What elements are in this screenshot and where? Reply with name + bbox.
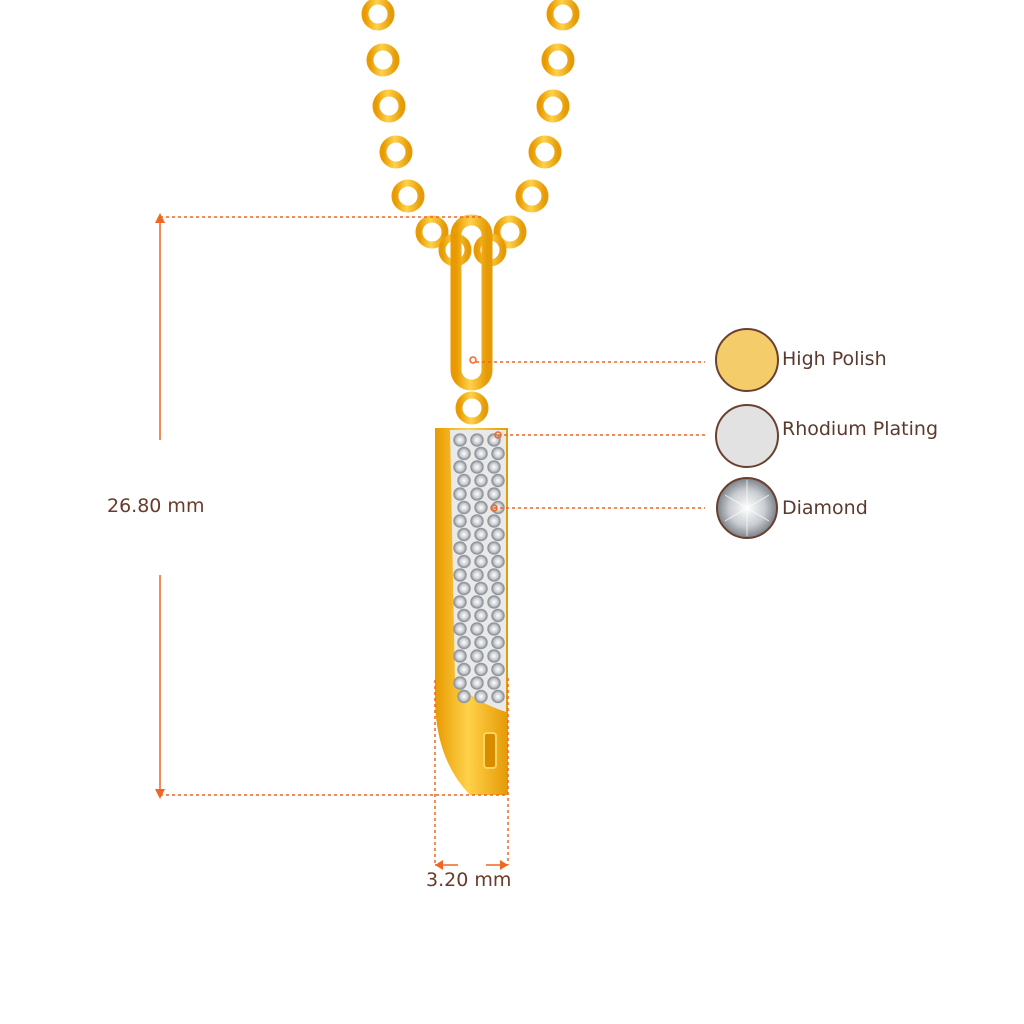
chain-link bbox=[415, 215, 449, 249]
pave-diamond bbox=[487, 460, 501, 474]
chain bbox=[361, 0, 580, 267]
pave-diamond bbox=[470, 433, 484, 447]
pave-diamond bbox=[457, 581, 471, 596]
bail bbox=[450, 214, 493, 391]
pave-diamond bbox=[453, 541, 467, 555]
chain-link bbox=[541, 43, 575, 77]
pave-diamond bbox=[474, 635, 488, 650]
pave-diamond bbox=[491, 635, 505, 650]
engraved-slot bbox=[483, 732, 497, 769]
pave-diamond bbox=[470, 514, 484, 528]
pave-diamond bbox=[474, 500, 488, 515]
chain-link bbox=[515, 179, 549, 213]
pave-diamond bbox=[457, 608, 471, 623]
pave-diamond bbox=[491, 446, 505, 461]
swatch-rhodium-plating bbox=[715, 404, 779, 468]
height-dimension-label: 26.80 mm bbox=[107, 495, 205, 517]
pave-diamond bbox=[487, 595, 501, 609]
pave-diamond bbox=[470, 568, 484, 582]
pave-diamond bbox=[474, 554, 488, 569]
pave-diamond bbox=[457, 527, 471, 542]
pave-diamond bbox=[487, 487, 501, 501]
pave-diamond bbox=[453, 568, 467, 582]
pave-diamond bbox=[491, 608, 505, 623]
pave-diamond bbox=[453, 622, 467, 636]
chain-link bbox=[361, 0, 395, 31]
pave-diamond bbox=[470, 622, 484, 636]
pave-diamond bbox=[457, 500, 471, 515]
chain-link bbox=[546, 0, 580, 31]
pave-diamond bbox=[474, 473, 488, 488]
chain-link bbox=[391, 179, 425, 213]
pave-diamond bbox=[470, 541, 484, 555]
pave-diamond bbox=[487, 568, 501, 582]
pave-diamond bbox=[491, 581, 505, 596]
pave-diamond bbox=[474, 527, 488, 542]
chain-link bbox=[379, 135, 413, 169]
pave-diamond bbox=[453, 595, 467, 609]
pave-diamond bbox=[491, 473, 505, 488]
pave-diamond bbox=[457, 635, 471, 650]
pave-diamond bbox=[453, 487, 467, 501]
pave-diamond bbox=[457, 446, 471, 461]
pave-diamond bbox=[491, 662, 505, 677]
pave-diamond bbox=[487, 649, 501, 663]
pave-diamond bbox=[470, 487, 484, 501]
chain-link bbox=[493, 215, 527, 249]
pave-diamond bbox=[474, 581, 488, 596]
dimension-lines bbox=[159, 216, 705, 866]
chain-link bbox=[366, 43, 400, 77]
swatch-high-polish bbox=[715, 328, 779, 392]
pave-diamond bbox=[453, 676, 467, 690]
chain-link bbox=[372, 89, 406, 123]
pave-diamond bbox=[474, 446, 488, 461]
pave-diamond bbox=[453, 460, 467, 474]
legend-label-high-polish: High Polish bbox=[782, 348, 887, 370]
legend-label-rhodium-plating: Rhodium Plating bbox=[782, 418, 939, 440]
pave-diamond bbox=[487, 541, 501, 555]
pave-diamond bbox=[474, 689, 488, 704]
jump-ring bbox=[455, 391, 489, 425]
pave-diamond bbox=[491, 554, 505, 569]
diamond-pave bbox=[453, 433, 505, 704]
pave-diamond bbox=[487, 622, 501, 636]
pave-diamond bbox=[453, 514, 467, 528]
pave-diamond bbox=[487, 514, 501, 528]
pave-diamond bbox=[470, 649, 484, 663]
pave-diamond bbox=[453, 433, 467, 447]
pave-diamond bbox=[487, 676, 501, 690]
pave-diamond bbox=[491, 689, 505, 704]
pave-diamond bbox=[474, 662, 488, 677]
pave-diamond bbox=[453, 649, 467, 663]
arrowheads bbox=[155, 213, 508, 870]
legend-label-diamond: Diamond bbox=[782, 497, 868, 519]
pave-diamond bbox=[474, 608, 488, 623]
pave-diamond bbox=[491, 527, 505, 542]
pave-diamond bbox=[457, 662, 471, 677]
diamond-facets bbox=[724, 480, 770, 536]
width-dimension-label: 3.20 mm bbox=[426, 869, 512, 891]
pave-diamond bbox=[457, 554, 471, 569]
pave-diamond bbox=[470, 460, 484, 474]
chain-link bbox=[536, 89, 570, 123]
pave-diamond bbox=[470, 595, 484, 609]
chain-link bbox=[528, 135, 562, 169]
pave-diamond bbox=[457, 689, 471, 704]
pave-diamond bbox=[470, 676, 484, 690]
pave-diamond bbox=[457, 473, 471, 488]
pave-diamond bbox=[487, 433, 501, 447]
